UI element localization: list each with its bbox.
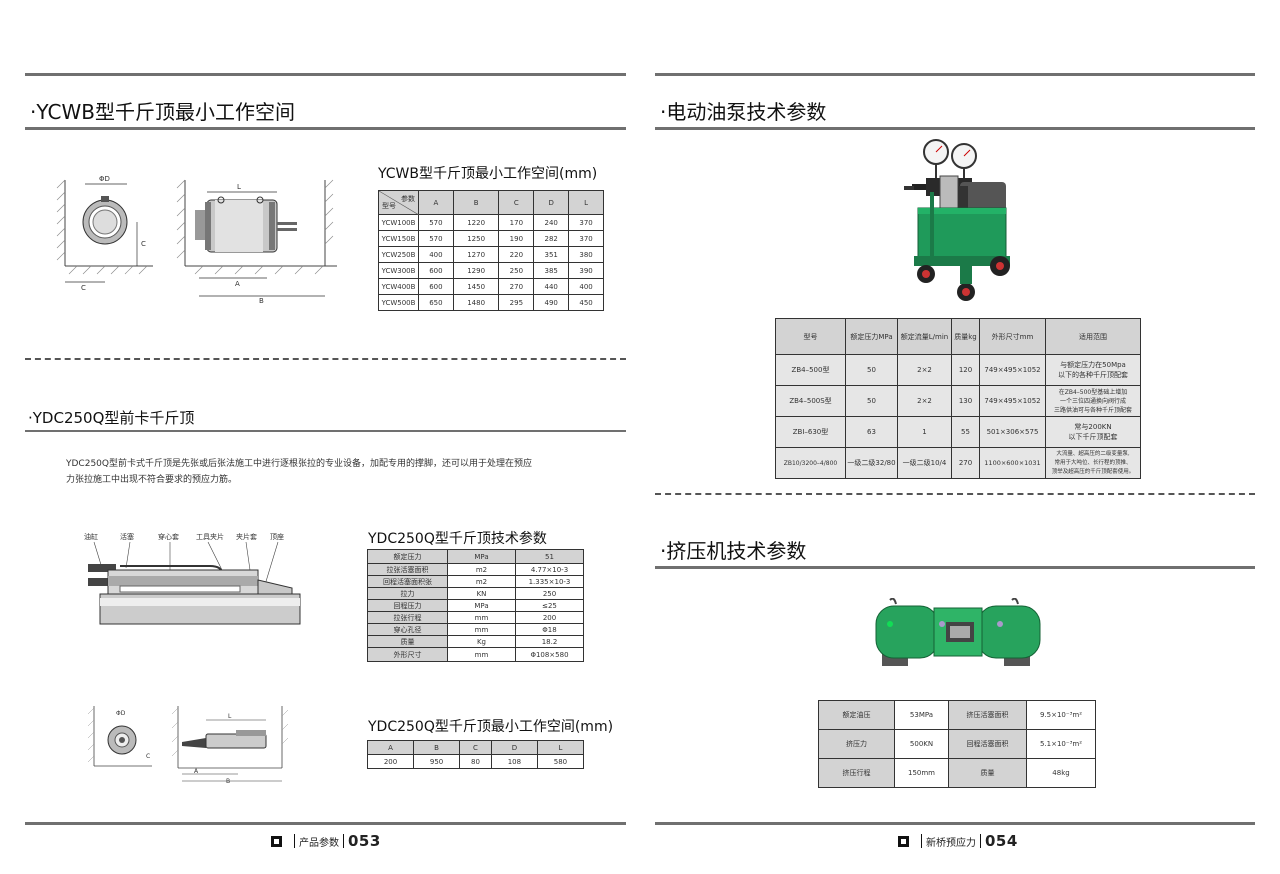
part-label-cylinder: 油缸 [84,532,98,541]
col-header: C [498,190,535,215]
footer-separator [343,834,344,848]
page-number-right: 054 [985,832,1018,850]
section-title-press: ·挤压机技术参数 [660,539,807,563]
diagram1-label-d: ΦD [99,175,110,183]
subtitle-rule-right [655,566,1255,569]
title-rule-left [25,127,626,130]
footer-left: 产品参数 053 [271,830,381,852]
page-number-left: 053 [348,832,381,850]
footer-label-right: 新桥预应力 [926,837,976,849]
diagram2-label-c: C [146,753,150,760]
col-header: 额定压力MPa [845,318,898,355]
ydc-description: YDC250Q型前卡式千斤顶是先张或后张法施工中进行逐根张拉的专业设备，加配专用… [66,456,626,472]
col-header: B [452,190,500,215]
square-bullet-icon [898,835,909,847]
part-label-clip-sleeve: 夹片套 [236,532,257,541]
section-title-ycwb: ·YCWB型千斤顶最小工作空间 [30,100,295,124]
electric-oil-pump-image [904,139,1010,301]
col-header: 型号 [775,318,846,355]
part-label-tool-clip: 工具夹片 [196,532,224,541]
footer-separator [294,834,295,848]
diagram2-label-a: A [194,768,199,775]
part-label-piston: 活塞 [120,532,134,541]
corner-bottom-label: 型号 [382,202,396,210]
ydc-spec-title: YDC250Q型千斤顶技术参数 [368,531,547,547]
dashed-divider-right [655,493,1255,495]
corner-cell: 参数 型号 [378,190,419,215]
ydc250q-section-diagram: 油缸 活塞 穿心套 工具夹片 夹片套 顶座 [84,532,301,625]
col-header: L [568,190,604,215]
footer-rule-right [655,822,1255,825]
col-header: A [418,190,454,215]
footer-right: 新桥预应力 054 [898,830,1018,852]
ydc-space-title: YDC250Q型千斤顶最小工作空间(mm) [368,719,614,735]
ycwb-space-diagram: ΦD C C L A B [56,175,337,305]
ydc-description-line1: YDC250Q型前卡式千斤顶是先张或后张法施工中进行逐根张拉的专业设备，加配专用… [66,459,532,469]
extrusion-press-image [875,598,1041,666]
diagram2-label-d: ΦD [116,710,126,717]
section-title-ydc250q: ·YDC250Q型前卡千斤顶 [28,409,195,427]
square-bullet-icon [271,835,282,847]
part-label-sleeve: 穿心套 [158,532,179,541]
diagram1-label-a: A [235,280,240,288]
col-header: 质量kg [951,318,980,355]
footer-label-left: 产品参数 [299,837,339,849]
footer-separator [921,834,922,848]
footer-rule-left [25,822,626,825]
top-rule-left [25,73,626,76]
top-rule-right [655,73,1255,76]
corner-top-label: 参数 [401,195,415,203]
subtitle-rule-left [25,430,626,432]
ydc-description-cont: 力张拉施工中出现不符合要求的预应力筋。 [66,472,626,488]
ycwb-table-title: YCWB型千斤顶最小工作空间(mm) [378,166,598,182]
diagram2-label-b: B [226,778,230,784]
ydc-description-line2: 力张拉施工中出现不符合要求的预应力筋。 [66,475,238,485]
pressure-gauge-icon [951,143,977,180]
diagram1-label-l: L [237,183,241,191]
diagram2-label-l: L [228,713,232,720]
pump-spec-table: 型号 额定压力MPa 额定流量L/min 质量kg 外形尺寸mm 适用范围 ZB… [775,318,1141,479]
col-header: D [533,190,570,215]
diagram1-label-b: B [259,297,264,305]
diagram1-label-c1: C [81,284,86,292]
ydc250q-space-diagram: ΦD L A B C [87,706,289,784]
section-title-pump: ·电动油泵技术参数 [660,100,827,124]
dashed-divider-left [25,358,626,360]
pressure-gauge-icon [923,139,949,180]
part-label-top-seat: 顶座 [270,532,284,541]
col-header: 额定流量L/min [897,318,952,355]
col-header: 外形尺寸mm [979,318,1046,355]
col-header: 适用范围 [1045,318,1141,355]
footer-separator [980,834,981,848]
diagram1-label-c2: C [141,240,146,248]
title-rule-right [655,127,1255,130]
